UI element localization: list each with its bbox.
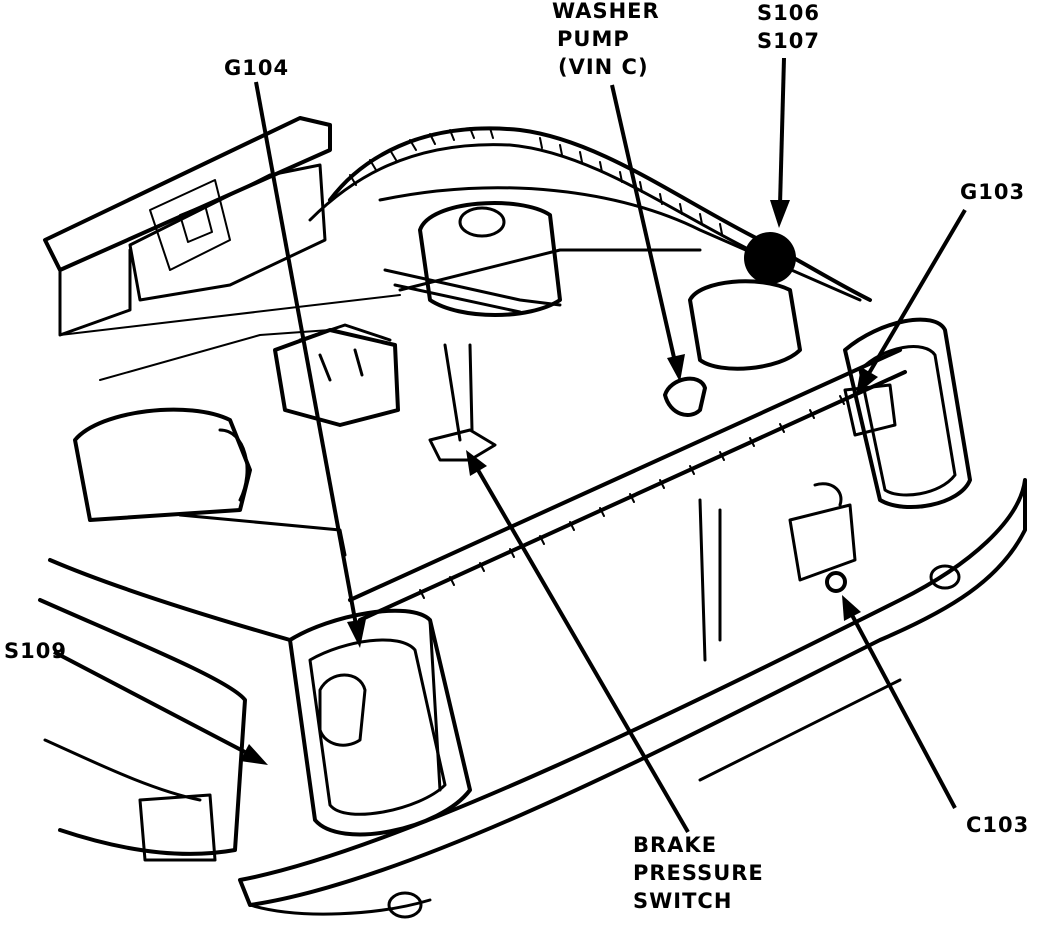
left-headlamp-bulb [318, 673, 367, 747]
s109-label: S109 [4, 639, 67, 663]
c103-leader [850, 614, 957, 809]
s106-s107-leader [778, 57, 786, 206]
brake-pressure-switch-label-line-1: BRAKE [633, 833, 717, 857]
g103-label: G103 [960, 180, 1025, 204]
left-bracket [149, 179, 231, 271]
washer-pump-label-line-2: PUMP [557, 27, 630, 51]
right-side-bracket [788, 482, 857, 582]
right-headlamp-housing [843, 317, 972, 509]
s106-s107-arrowhead [770, 200, 790, 228]
g103-leader [866, 208, 967, 377]
left-wall-line [59, 294, 401, 381]
right-fog-lamp [929, 564, 961, 590]
splice-bundle [744, 232, 796, 284]
c103-label: C103 [966, 813, 1029, 837]
callout-labels: WASHER PUMP (VIN C) S106 S107 G104 G103 … [4, 0, 1029, 913]
air-cleaner [73, 407, 252, 522]
left-fog-lamp [387, 891, 423, 919]
left-fender-top [58, 248, 132, 337]
bumper-lower-line [248, 678, 902, 916]
engine-compartment-illustration [38, 116, 1027, 919]
washer-pump-label-line-3: (VIN C) [558, 55, 649, 79]
s106-label: S106 [757, 1, 820, 25]
battery-top [298, 323, 392, 382]
left-fender-front [38, 558, 292, 856]
g103-arrowhead [856, 367, 878, 395]
cowl-line [378, 186, 862, 302]
battery [273, 328, 400, 427]
front-bumper [238, 478, 1027, 907]
radiator-cross-hatch [419, 395, 845, 599]
g103-bracket [843, 383, 897, 437]
air-cleaner-detail [178, 428, 347, 557]
left-side-panel [43, 738, 217, 862]
s109-leader [53, 650, 246, 754]
reservoir-bracket [383, 268, 562, 314]
firewall-harness [328, 126, 872, 302]
washer-pump-arrowhead [667, 354, 685, 382]
brake-switch-arrowhead [466, 450, 487, 476]
g104-label: G104 [224, 56, 289, 80]
brake-switch-leader [476, 468, 690, 834]
connector-c103-body [825, 571, 847, 593]
leader-arrows [53, 57, 967, 834]
washer-pump-label-line-1: WASHER [552, 0, 660, 23]
washer-pump [663, 376, 707, 417]
left-fender-outline [43, 116, 332, 272]
brake-switch-body [428, 343, 497, 462]
brake-pressure-switch-label-line-3: SWITCH [633, 889, 732, 913]
harness-wraps [349, 127, 723, 235]
c103-arrowhead [842, 595, 861, 621]
left-inner-panel [128, 163, 327, 302]
brake-pressure-switch-label-line-2: PRESSURE [633, 861, 764, 885]
s107-label: S107 [757, 29, 820, 53]
left-headlamp-housing [288, 608, 472, 837]
left-headlamp-inner [308, 638, 447, 816]
right-headlamp-inner [858, 345, 957, 497]
g104-leader [254, 81, 358, 626]
washer-reservoir [688, 279, 802, 371]
washer-pump-leader [610, 84, 677, 363]
reservoir-cap [458, 206, 506, 238]
coolant-reservoir [418, 201, 562, 317]
s109-arrowhead [240, 744, 268, 765]
g104-arrowhead [347, 619, 366, 648]
